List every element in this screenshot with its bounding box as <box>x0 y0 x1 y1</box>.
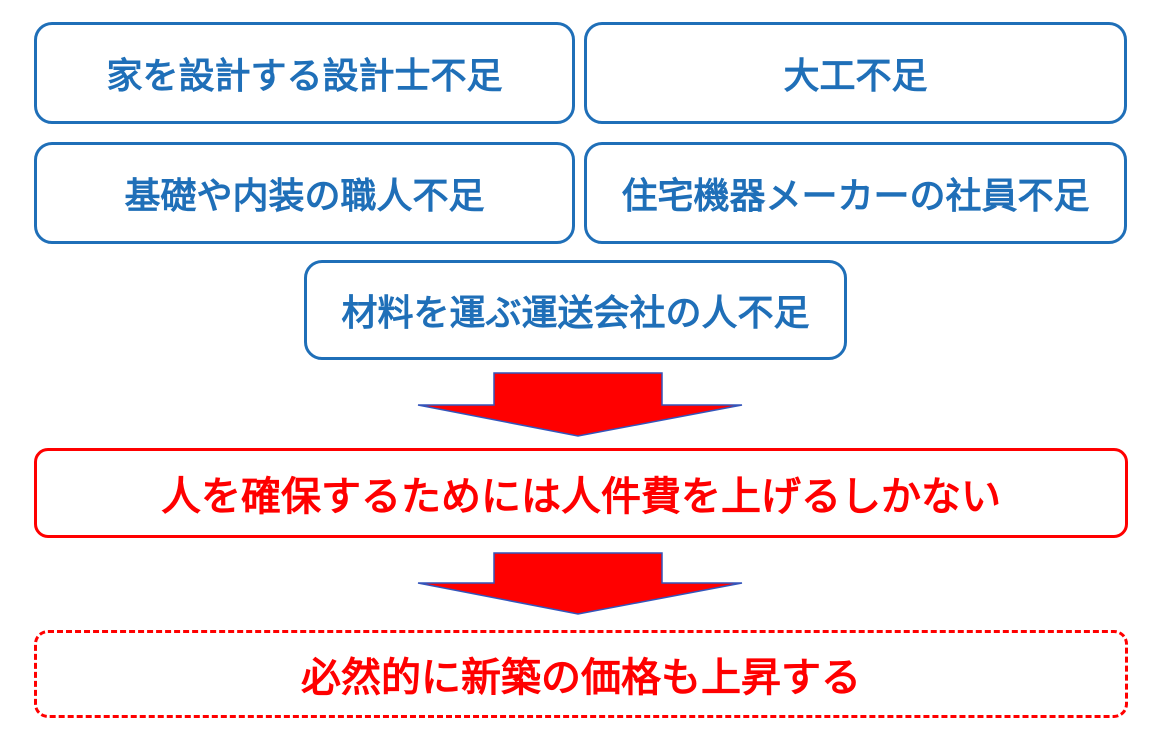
result-label: 必然的に新築の価格も上昇する <box>301 655 861 701</box>
consequence-label: 人を確保するためには人件費を上げるしかない <box>161 474 1001 520</box>
result-box: 必然的に新築の価格も上昇する <box>34 630 1128 718</box>
down-arrow-icon <box>417 552 743 615</box>
cause-box-craftsman-shortage: 基礎や内装の職人不足 <box>34 142 575 244</box>
cause-box-transport-shortage: 材料を運ぶ運送会社の人不足 <box>304 260 847 360</box>
consequence-box: 人を確保するためには人件費を上げるしかない <box>34 448 1128 538</box>
cause-box-architect-shortage: 家を設計する設計士不足 <box>34 22 575 124</box>
cause-box-carpenter-shortage: 大工不足 <box>584 22 1127 124</box>
cause-label: 住宅機器メーカーの社員不足 <box>621 176 1090 217</box>
cause-label: 材料を運ぶ運送会社の人不足 <box>341 293 810 334</box>
cause-label: 基礎や内装の職人不足 <box>124 176 485 217</box>
cause-label: 家を設計する設計士不足 <box>106 56 503 97</box>
cause-label: 大工不足 <box>783 56 928 97</box>
cause-box-manufacturer-staff-shortage: 住宅機器メーカーの社員不足 <box>584 142 1127 244</box>
down-arrow-icon <box>417 372 743 437</box>
